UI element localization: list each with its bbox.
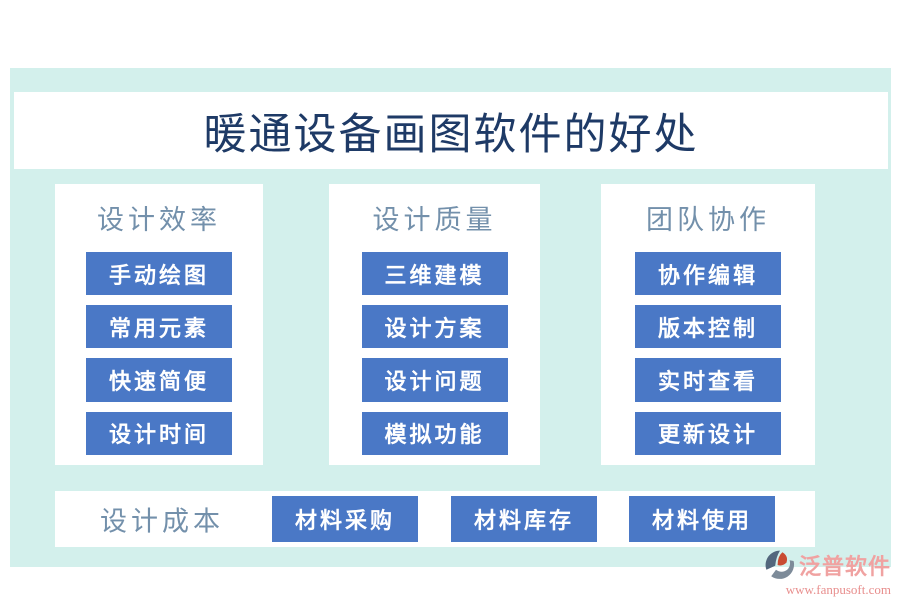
item-button[interactable]: 模拟功能 xyxy=(361,411,508,455)
item-button[interactable]: 材料采购 xyxy=(272,496,418,542)
item-button[interactable]: 设计时间 xyxy=(86,411,232,455)
page-title: 暖通设备画图软件的好处 xyxy=(203,111,699,159)
item-button[interactable]: 材料使用 xyxy=(629,496,775,542)
fanpu-logo-icon xyxy=(763,549,797,581)
fanpu-logo: 泛普软件 www.fanpusoft.com xyxy=(743,549,891,598)
bottom-panel-design-cost: 设计成本 材料采购 材料库存 材料使用 xyxy=(55,491,815,547)
column-panel-design-efficiency: 设计效率 手动绘图 常用元素 快速简便 设计时间 xyxy=(55,184,263,465)
title-banner: 暖通设备画图软件的好处 xyxy=(14,92,888,169)
item-button[interactable]: 常用元素 xyxy=(86,305,232,349)
item-button[interactable]: 实时查看 xyxy=(635,358,781,402)
item-button[interactable]: 设计方案 xyxy=(361,305,508,349)
column-header: 团队协作 xyxy=(646,205,770,236)
bottom-header: 设计成本 xyxy=(100,506,224,537)
column-header: 设计效率 xyxy=(97,205,221,236)
column-panel-team-collaboration: 团队协作 协作编辑 版本控制 实时查看 更新设计 xyxy=(601,184,815,465)
item-button[interactable]: 版本控制 xyxy=(635,305,781,349)
item-button[interactable]: 设计问题 xyxy=(361,358,508,402)
item-button[interactable]: 手动绘图 xyxy=(86,251,232,296)
column-header: 设计质量 xyxy=(372,205,497,236)
fanpu-logo-name: 泛普软件 xyxy=(798,554,891,579)
fanpu-logo-url: www.fanpusoft.com xyxy=(785,582,891,597)
item-button[interactable]: 材料库存 xyxy=(451,496,597,542)
item-button[interactable]: 更新设计 xyxy=(635,411,781,455)
item-button[interactable]: 协作编辑 xyxy=(635,251,781,296)
item-button[interactable]: 三维建模 xyxy=(361,251,508,296)
item-button[interactable]: 快速简便 xyxy=(86,358,232,402)
column-panel-design-quality: 设计质量 三维建模 设计方案 设计问题 模拟功能 xyxy=(329,184,540,465)
